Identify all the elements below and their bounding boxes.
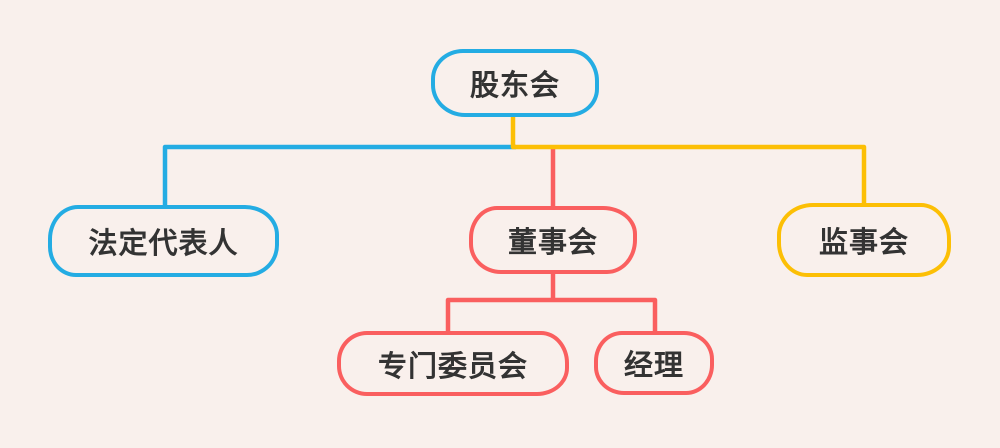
node-shareholders-meeting[interactable]: 股东会 bbox=[431, 49, 599, 117]
node-label: 股东会 bbox=[469, 70, 560, 102]
node-label: 经理 bbox=[623, 350, 684, 382]
node-label: 董事会 bbox=[507, 227, 598, 259]
node-supervisory-board[interactable]: 监事会 bbox=[777, 203, 951, 277]
node-label: 法定代表人 bbox=[88, 228, 239, 260]
connector-shareholders-legal-rep bbox=[162, 144, 516, 207]
connector-board-children bbox=[445, 297, 658, 333]
node-manager[interactable]: 经理 bbox=[594, 331, 714, 395]
node-label: 监事会 bbox=[818, 227, 909, 259]
node-legal-representative[interactable]: 法定代表人 bbox=[48, 205, 279, 277]
node-label: 专门委员会 bbox=[377, 350, 528, 383]
node-special-committees[interactable]: 专门委员会 bbox=[337, 331, 569, 396]
connector-shareholders-supervisory bbox=[510, 114, 867, 205]
node-board-of-directors[interactable]: 董事会 bbox=[469, 206, 637, 274]
